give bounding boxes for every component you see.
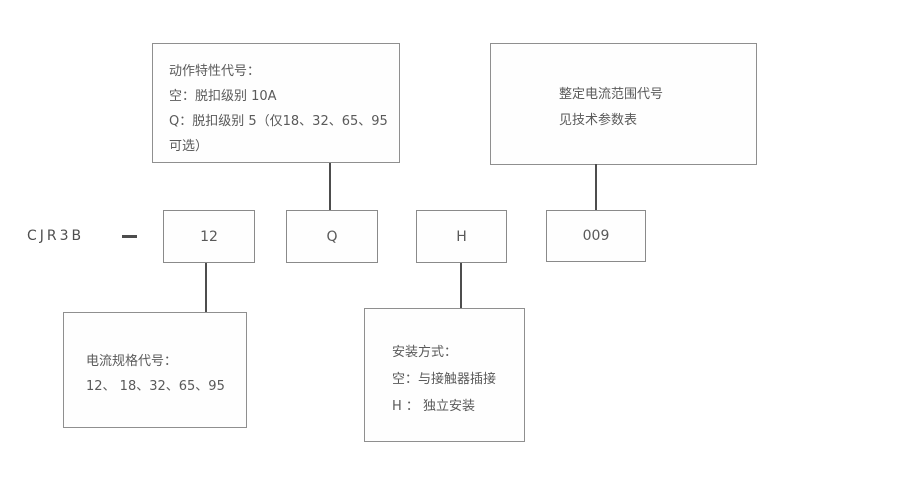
callout-line: 12、 18、32、65、95 bbox=[86, 379, 225, 394]
callout-line: 见技术参数表 bbox=[559, 113, 638, 128]
callout-line: 空：脱扣级别 10A bbox=[169, 89, 277, 104]
code-box-label: 12 bbox=[200, 228, 218, 245]
callout-setting-current-range: 整定电流范围代号 见技术参数表 bbox=[490, 43, 757, 165]
model-prefix-label: CJR3B bbox=[27, 228, 85, 244]
connector-line-mounting-type bbox=[460, 263, 462, 308]
callout-line: 电流规格代号： bbox=[86, 354, 178, 369]
callout-line: 空：与接触器插接 bbox=[392, 372, 497, 387]
code-box-setting-current-range: 009 bbox=[546, 210, 646, 262]
separator-dash: — bbox=[122, 235, 137, 238]
callout-line: Q：脱扣级别 5（仅18、32、65、95 bbox=[169, 114, 388, 129]
code-box-label: Q bbox=[326, 228, 338, 245]
code-box-label: H bbox=[456, 228, 467, 245]
callout-line: H ： 独立安装 bbox=[392, 399, 476, 414]
connector-line-current-spec bbox=[205, 263, 207, 312]
connector-line-setting-current-range bbox=[595, 164, 597, 210]
code-box-current-spec: 12 bbox=[163, 210, 255, 263]
code-box-action-characteristic: Q bbox=[286, 210, 378, 263]
callout-line: 可选） bbox=[169, 139, 209, 154]
code-box-label: 009 bbox=[582, 228, 610, 244]
code-box-mounting-type: H bbox=[416, 210, 507, 263]
callout-action-characteristic: 动作特性代号： 空：脱扣级别 10A Q：脱扣级别 5（仅18、32、65、95… bbox=[152, 43, 400, 163]
callout-current-spec: 电流规格代号： 12、 18、32、65、95 bbox=[63, 312, 247, 428]
connector-line-action-characteristic bbox=[329, 163, 331, 210]
callout-line: 安装方式： bbox=[392, 345, 458, 360]
callout-mounting-type: 安装方式： 空：与接触器插接 H ： 独立安装 bbox=[364, 308, 525, 442]
callout-line: 整定电流范围代号 bbox=[559, 87, 664, 102]
callout-line: 动作特性代号： bbox=[169, 64, 261, 79]
